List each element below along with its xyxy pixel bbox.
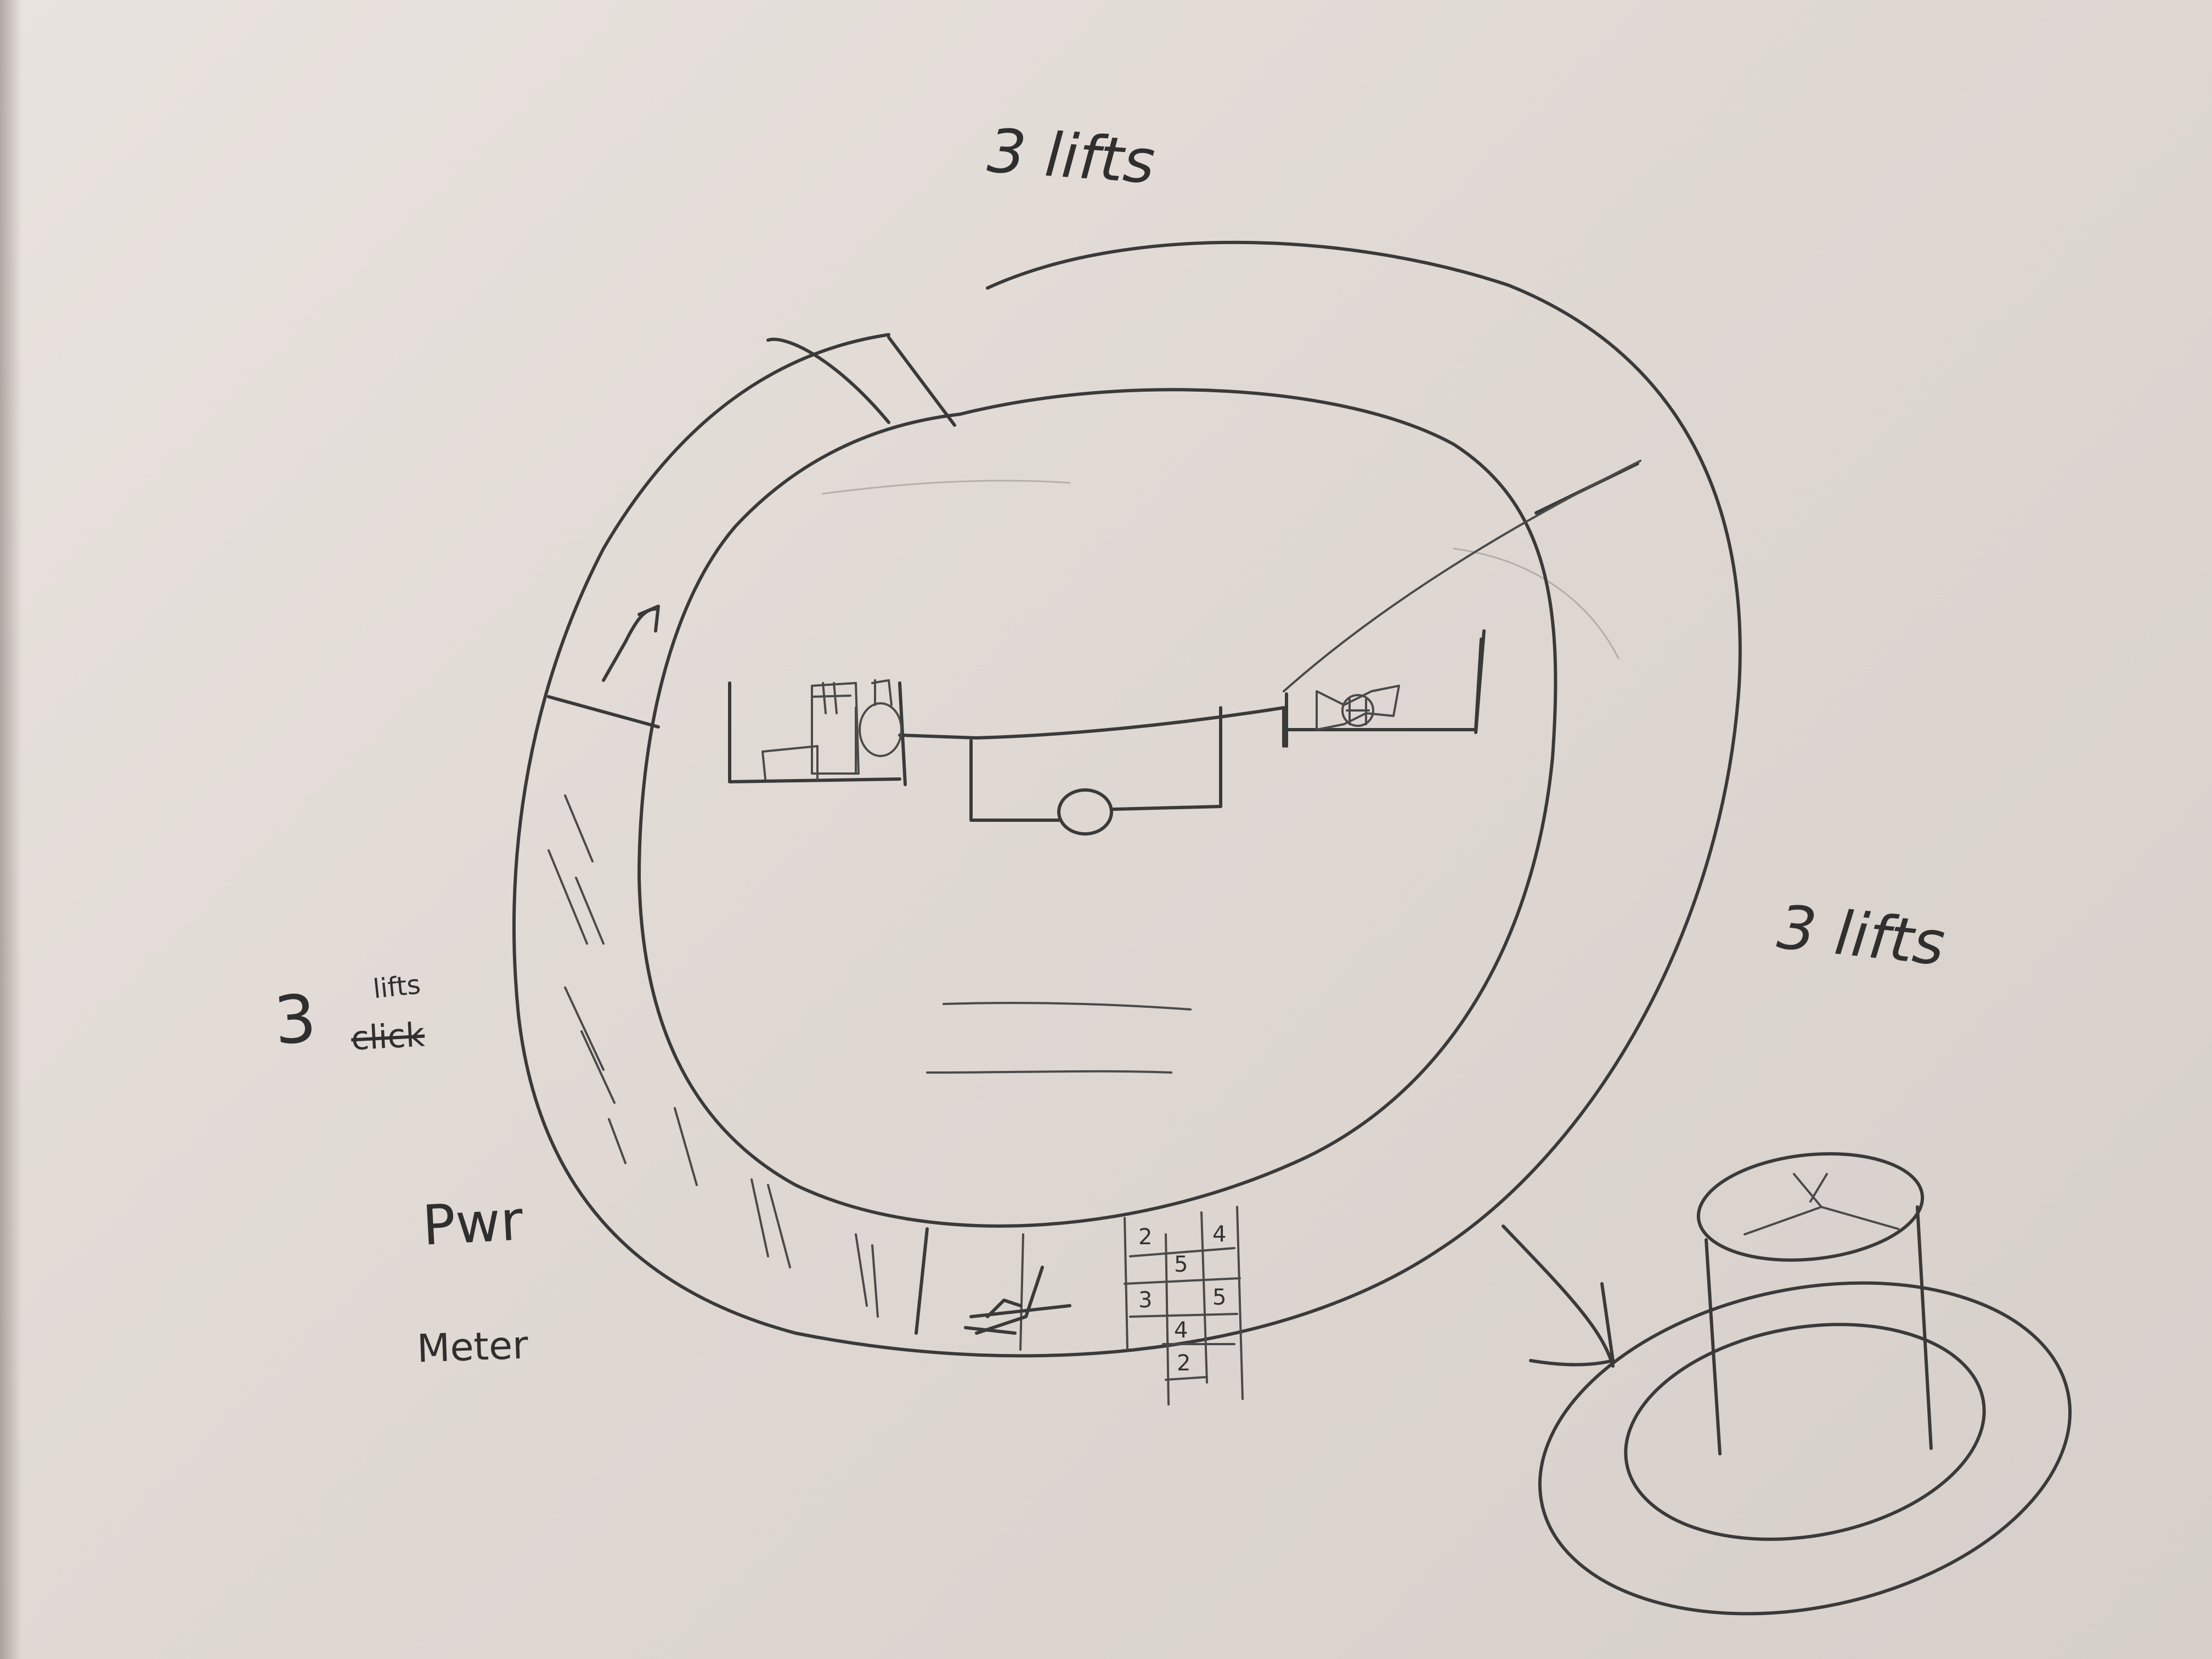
grid-number: 4 — [1212, 1223, 1226, 1245]
center-line-lower — [927, 1071, 1171, 1073]
grid-number: 3 — [1138, 1289, 1152, 1311]
center-pit — [971, 708, 1221, 834]
grid-number: 5 — [1212, 1286, 1226, 1308]
inner-ring — [639, 390, 1555, 1226]
label-left-lifts: lifts — [372, 972, 422, 1003]
ring-arrow — [603, 606, 658, 680]
lift-arrow — [1503, 1226, 1613, 1366]
label-power: Pwr — [421, 1193, 524, 1253]
ring-hatching — [549, 795, 878, 1317]
background-smudge — [1454, 549, 1618, 658]
grid-number: 2 — [1177, 1352, 1190, 1374]
grid-number: 2 — [1138, 1226, 1152, 1248]
label-left-number: 3 — [272, 986, 319, 1054]
label-left-struck-word: click — [351, 1019, 426, 1056]
lift-cylinder — [1509, 1143, 2101, 1659]
grid-number: 5 — [1174, 1254, 1188, 1276]
background-smudge — [823, 481, 1070, 494]
ring-divider-left — [549, 697, 658, 727]
label-meter: Meter — [416, 1325, 529, 1368]
label-top-lifts: 3 lifts — [986, 120, 1157, 192]
lift-base-outer — [1509, 1237, 2101, 1659]
power-meter-panel — [916, 1229, 1070, 1350]
left-platform — [763, 680, 905, 785]
pointer-line — [1284, 461, 1640, 691]
label-right-lifts: 3 lifts — [1775, 896, 1948, 974]
grid-number: 4 — [1174, 1319, 1188, 1341]
ring-divider-top — [889, 337, 955, 425]
center-line-upper — [944, 1003, 1190, 1009]
lift-top — [1693, 1143, 1928, 1271]
outer-ring — [514, 242, 1740, 1356]
lift-base-inner — [1609, 1298, 2001, 1566]
center-ball — [1059, 790, 1111, 834]
